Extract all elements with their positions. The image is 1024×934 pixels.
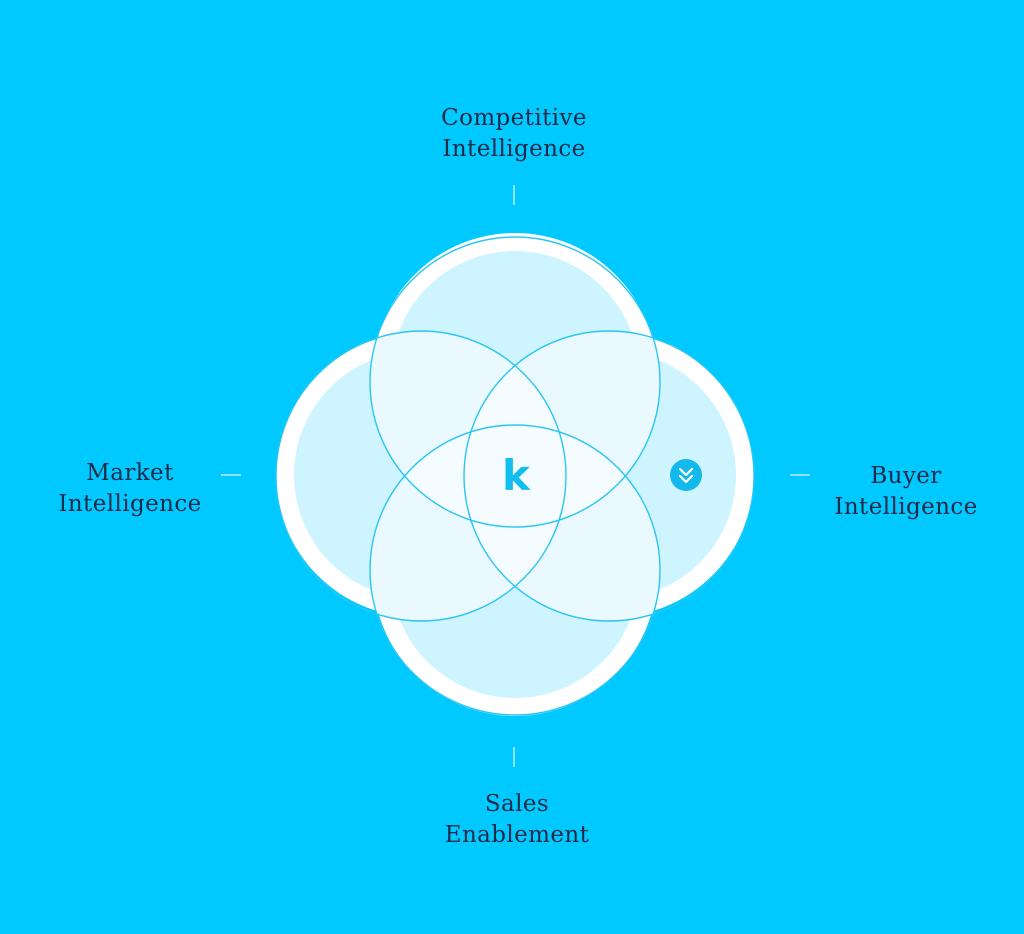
market-intelligence-label-line1: Market xyxy=(86,460,174,486)
double-chevron-down-icon xyxy=(670,459,702,491)
buyer-intelligence-label-line1: Buyer xyxy=(870,463,942,489)
sales-enablement-label: Sales Enablement xyxy=(417,789,617,851)
market-intelligence-outline xyxy=(275,330,567,622)
buyer-intelligence-outline xyxy=(463,330,755,622)
sales-enablement-outline xyxy=(369,424,661,716)
competitive-intelligence-label-line1: Competitive xyxy=(441,105,587,131)
sales-enablement-label-line2: Enablement xyxy=(444,822,590,848)
competitive-intelligence-label: Competitive Intelligence xyxy=(414,103,614,165)
market-intelligence-label: Market Intelligence xyxy=(30,458,230,520)
lens-left-right xyxy=(464,331,566,621)
lens-top-bottom xyxy=(370,425,660,527)
buyer-intelligence-label: Buyer Intelligence xyxy=(806,461,1006,523)
sales-enablement-label-line1: Sales xyxy=(484,791,550,817)
competitive-intelligence-label-line2: Intelligence xyxy=(442,136,586,162)
market-intelligence-label-line2: Intelligence xyxy=(58,491,202,517)
k-logo-icon: k xyxy=(502,451,531,500)
buyer-intelligence-label-line2: Intelligence xyxy=(834,494,978,520)
competitive-intelligence-outline xyxy=(369,236,661,528)
